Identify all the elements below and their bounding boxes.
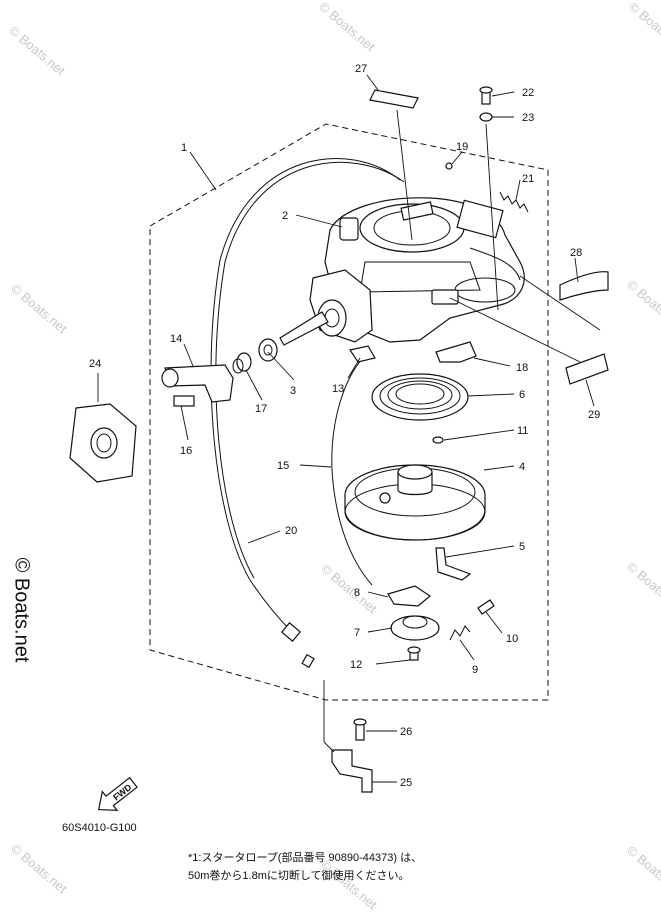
callout-9: 9: [472, 664, 478, 676]
callout-labels: 1 2 3 4 5 6 7 8 9 10 11 12 13 14 15 16 1…: [89, 63, 600, 789]
part-5-pawl: [435, 547, 472, 581]
watermark-text: © Boats.net: [624, 843, 661, 899]
part-13-clip: [349, 345, 376, 363]
leader-lines: [97, 74, 601, 783]
part-23-washer: [479, 112, 493, 122]
part-19-clip: [445, 162, 453, 170]
part-3-bushing: [258, 338, 278, 362]
callout-5: 5: [519, 541, 525, 553]
callout-14: 14: [170, 333, 182, 345]
callout-19: 19: [456, 141, 468, 153]
watermark-text: © Boats.net: [318, 561, 380, 617]
brand-text: © Boats.net: [10, 557, 33, 663]
callout-3: 3: [290, 385, 296, 397]
part-8-plate: [387, 585, 432, 607]
watermark-text: © Boats.net: [624, 559, 661, 615]
watermark-text: © Boats.net: [6, 23, 68, 79]
callout-7: 7: [354, 627, 360, 639]
part-26-bolt: [353, 718, 367, 741]
callout-2: 2: [282, 210, 288, 222]
part-6-spring: [371, 373, 469, 421]
callout-29: 29: [588, 409, 600, 421]
watermark-text: © Boats.net: [8, 281, 70, 337]
part-7-drive-plate: [390, 615, 440, 641]
lock-arm: [279, 269, 373, 346]
callout-8: 8: [354, 587, 360, 599]
watermark-text: © Boats.net: [626, 0, 661, 54]
part-11-circlip: [432, 436, 444, 444]
callout-1: 1: [181, 142, 187, 154]
rope-note: *1:スタータロープ(部品番号 90890-44373) は、 50m巻から1.…: [188, 849, 422, 885]
part-21-spring: [499, 191, 529, 213]
rope-note-line2: 50m巻から1.8mに切断して御使用ください。: [188, 870, 410, 882]
callout-12: 12: [350, 659, 362, 671]
callout-24: 24: [89, 358, 101, 370]
callout-23: 23: [522, 112, 534, 124]
callout-25: 25: [400, 777, 412, 789]
part-28-label: [559, 271, 609, 301]
part-24-pad: [69, 403, 137, 483]
part-17-grommet: [232, 352, 252, 374]
callout-6: 6: [519, 389, 525, 401]
callout-11: 11: [517, 425, 528, 437]
assembly-boundary: [149, 123, 549, 701]
part-27-label: [369, 89, 419, 109]
starter-cable-sheath: [215, 161, 405, 579]
diagram-code: 60S4010-G100: [62, 822, 137, 834]
starter-case: [324, 197, 525, 343]
part-9-spring: [449, 625, 471, 641]
rope-note-line1: *1:スタータロープ(部品番号 90890-44373) は、: [188, 852, 423, 864]
part-4-pulley: [344, 464, 486, 541]
callout-4: 4: [519, 461, 525, 473]
part-22-bolt: [479, 86, 493, 105]
part-18-pawl: [435, 341, 477, 363]
fwd-arrow: FWD: [97, 776, 138, 812]
part-14-bracket: [161, 364, 234, 407]
callout-18: 18: [516, 362, 528, 374]
callout-17: 17: [255, 403, 267, 415]
callout-21: 21: [522, 173, 534, 185]
callout-15: 15: [277, 460, 289, 472]
part-10-pin: [477, 599, 495, 615]
brand-watermark: © Boats.net: [6, 557, 36, 663]
starter-rope: [331, 354, 373, 586]
watermark-text: © Boats.net: [316, 0, 378, 54]
part-29-label: [565, 353, 609, 385]
callout-26: 26: [400, 726, 412, 738]
callout-27: 27: [355, 63, 367, 75]
watermark-text: © Boats.net: [624, 277, 661, 333]
cable-end: [280, 622, 315, 669]
watermark-text: © Boats.net: [8, 841, 70, 897]
part-25-bracket: [331, 749, 373, 793]
callout-13: 13: [332, 383, 344, 395]
callout-28: 28: [570, 247, 582, 259]
part-12-bolt: [407, 646, 421, 661]
callout-20: 20: [285, 525, 297, 537]
callout-16: 16: [180, 445, 192, 457]
callout-22: 22: [522, 87, 534, 99]
callout-10: 10: [506, 633, 518, 645]
